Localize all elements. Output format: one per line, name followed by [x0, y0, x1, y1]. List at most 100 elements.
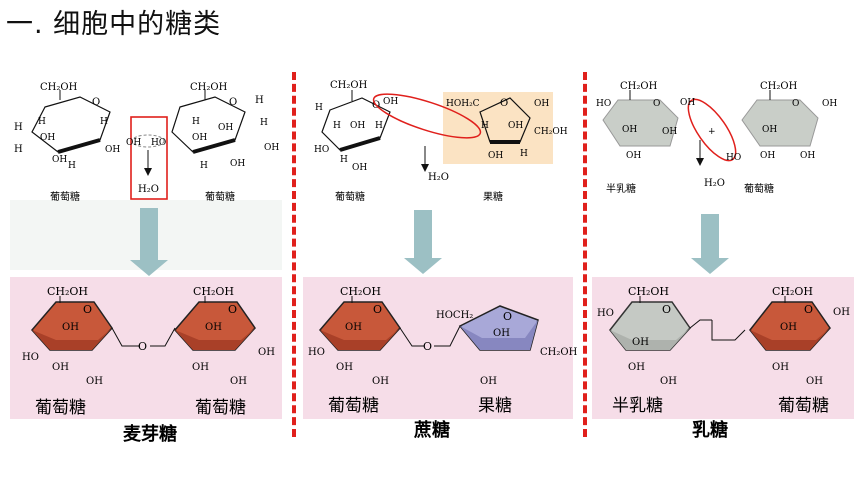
- svg-text:O: O: [662, 303, 671, 316]
- svg-text:H: H: [192, 117, 200, 127]
- svg-text:O: O: [500, 98, 508, 109]
- svg-text:H₂O: H₂O: [428, 172, 449, 183]
- svg-text:HOCH₂: HOCH₂: [436, 310, 473, 321]
- glucose-ring: [741, 99, 819, 147]
- svg-text:OH: OH: [760, 151, 775, 161]
- svg-text:葡萄糖: 葡萄糖: [205, 190, 235, 203]
- svg-text:CH₂OH: CH₂OH: [330, 80, 368, 91]
- svg-text:OH: OH: [105, 145, 120, 155]
- svg-text:HO: HO: [596, 99, 611, 109]
- svg-text:OH: OH: [833, 307, 850, 318]
- page-title: 一. 细胞中的糖类: [6, 9, 222, 40]
- down-arrow: [691, 214, 729, 274]
- svg-text:H: H: [200, 161, 208, 171]
- svg-text:CH₂OH: CH₂OH: [534, 127, 568, 137]
- glucose-structure: [31, 96, 111, 154]
- svg-text:OH: OH: [480, 376, 497, 387]
- svg-text:H: H: [481, 121, 489, 131]
- panel-divider: [583, 72, 587, 437]
- svg-text:H: H: [520, 149, 528, 159]
- svg-text:半乳糖: 半乳糖: [612, 396, 663, 416]
- svg-text:HO: HO: [597, 308, 614, 319]
- svg-text:OH: OH: [62, 322, 79, 333]
- svg-text:果糖: 果糖: [483, 190, 503, 203]
- svg-text:OH: OH: [780, 322, 797, 333]
- svg-text:果糖: 果糖: [478, 396, 512, 416]
- sucrose-label: 蔗糖: [413, 419, 450, 441]
- svg-text:CH₂OH: CH₂OH: [40, 82, 78, 93]
- svg-text:CH₂OH: CH₂OH: [760, 81, 798, 92]
- water-removal-ellipse: [372, 93, 482, 139]
- svg-text:O: O: [373, 303, 382, 316]
- svg-text:CH₂OH: CH₂OH: [540, 347, 578, 358]
- svg-text:OH: OH: [218, 123, 233, 133]
- svg-text:OH: OH: [192, 133, 207, 143]
- svg-text:OH: OH: [192, 362, 209, 373]
- svg-text:H: H: [340, 155, 348, 165]
- svg-text:H: H: [375, 121, 383, 131]
- svg-text:OH: OH: [772, 362, 789, 373]
- svg-text:H: H: [315, 103, 323, 113]
- svg-text:OH: OH: [383, 97, 398, 107]
- svg-text:H: H: [333, 121, 341, 131]
- svg-text:O: O: [804, 303, 813, 316]
- svg-text:OH: OH: [628, 362, 645, 373]
- svg-text:OH: OH: [126, 138, 141, 148]
- svg-text:葡萄糖: 葡萄糖: [778, 396, 829, 416]
- svg-text:OH: OH: [52, 362, 69, 373]
- svg-text:OH: OH: [626, 151, 641, 161]
- svg-text:CH₂OH: CH₂OH: [193, 285, 234, 298]
- svg-text:OH: OH: [336, 362, 353, 373]
- water-removal-box: [130, 116, 168, 200]
- svg-text:HO: HO: [22, 352, 39, 363]
- svg-text:OH: OH: [488, 151, 503, 161]
- svg-text:H₂O: H₂O: [704, 178, 725, 189]
- svg-text:O: O: [229, 97, 237, 108]
- maltose-panel: CH₂OH O H H OH H OH H H OH 葡萄糖 CH₂OH O H…: [10, 82, 282, 445]
- svg-text:OH: OH: [680, 98, 695, 108]
- svg-text:HO: HO: [314, 145, 329, 155]
- svg-text:H: H: [38, 117, 46, 127]
- svg-text:OH: OH: [622, 125, 637, 135]
- svg-text:OH: OH: [230, 159, 245, 169]
- svg-text:葡萄糖: 葡萄糖: [195, 398, 246, 418]
- svg-text:CH₂OH: CH₂OH: [340, 285, 381, 298]
- svg-text:HO: HO: [151, 138, 166, 148]
- svg-text:OH: OH: [345, 322, 362, 333]
- svg-text:CH₂OH: CH₂OH: [628, 285, 669, 298]
- water-removal-ellipse: [687, 98, 737, 162]
- svg-text:H: H: [255, 95, 264, 106]
- svg-text:OH: OH: [352, 163, 367, 173]
- svg-text:H: H: [260, 118, 268, 128]
- svg-text:H: H: [68, 161, 76, 171]
- lactose-panel: CH₂OH HO O OH OH OH 半乳糖 CH₂OH O OH OH OH…: [592, 81, 854, 441]
- svg-text:葡萄糖: 葡萄糖: [328, 396, 379, 416]
- svg-text:O: O: [653, 99, 660, 109]
- svg-text:OH: OH: [632, 337, 649, 348]
- svg-text:OH: OH: [264, 143, 279, 153]
- svg-text:O: O: [228, 303, 237, 316]
- svg-text:OH: OH: [205, 322, 222, 333]
- svg-text:OH: OH: [508, 121, 523, 131]
- svg-text:OH: OH: [372, 376, 389, 387]
- svg-text:葡萄糖: 葡萄糖: [744, 182, 774, 195]
- svg-text:+: +: [708, 127, 716, 137]
- svg-text:OH: OH: [493, 328, 510, 339]
- svg-text:OH: OH: [822, 99, 837, 109]
- down-arrow: [130, 208, 168, 276]
- svg-text:OH: OH: [660, 376, 677, 387]
- svg-text:HO: HO: [308, 347, 325, 358]
- svg-text:HO: HO: [726, 153, 741, 163]
- svg-text:OH: OH: [258, 347, 275, 358]
- svg-text:H: H: [14, 122, 23, 133]
- svg-text:半乳糖: 半乳糖: [606, 182, 636, 195]
- svg-text:OH: OH: [800, 151, 815, 161]
- svg-text:CH₂OH: CH₂OH: [620, 81, 658, 92]
- svg-text:O: O: [92, 97, 100, 108]
- sucrose-panel: CH₂OH O H H OH HO H OH H OH 葡萄糖 HOH₂C O …: [303, 80, 578, 441]
- svg-text:O: O: [83, 303, 92, 316]
- svg-text:CH₂OH: CH₂OH: [190, 82, 228, 93]
- svg-text:OH: OH: [762, 125, 777, 135]
- svg-text:O: O: [792, 99, 799, 109]
